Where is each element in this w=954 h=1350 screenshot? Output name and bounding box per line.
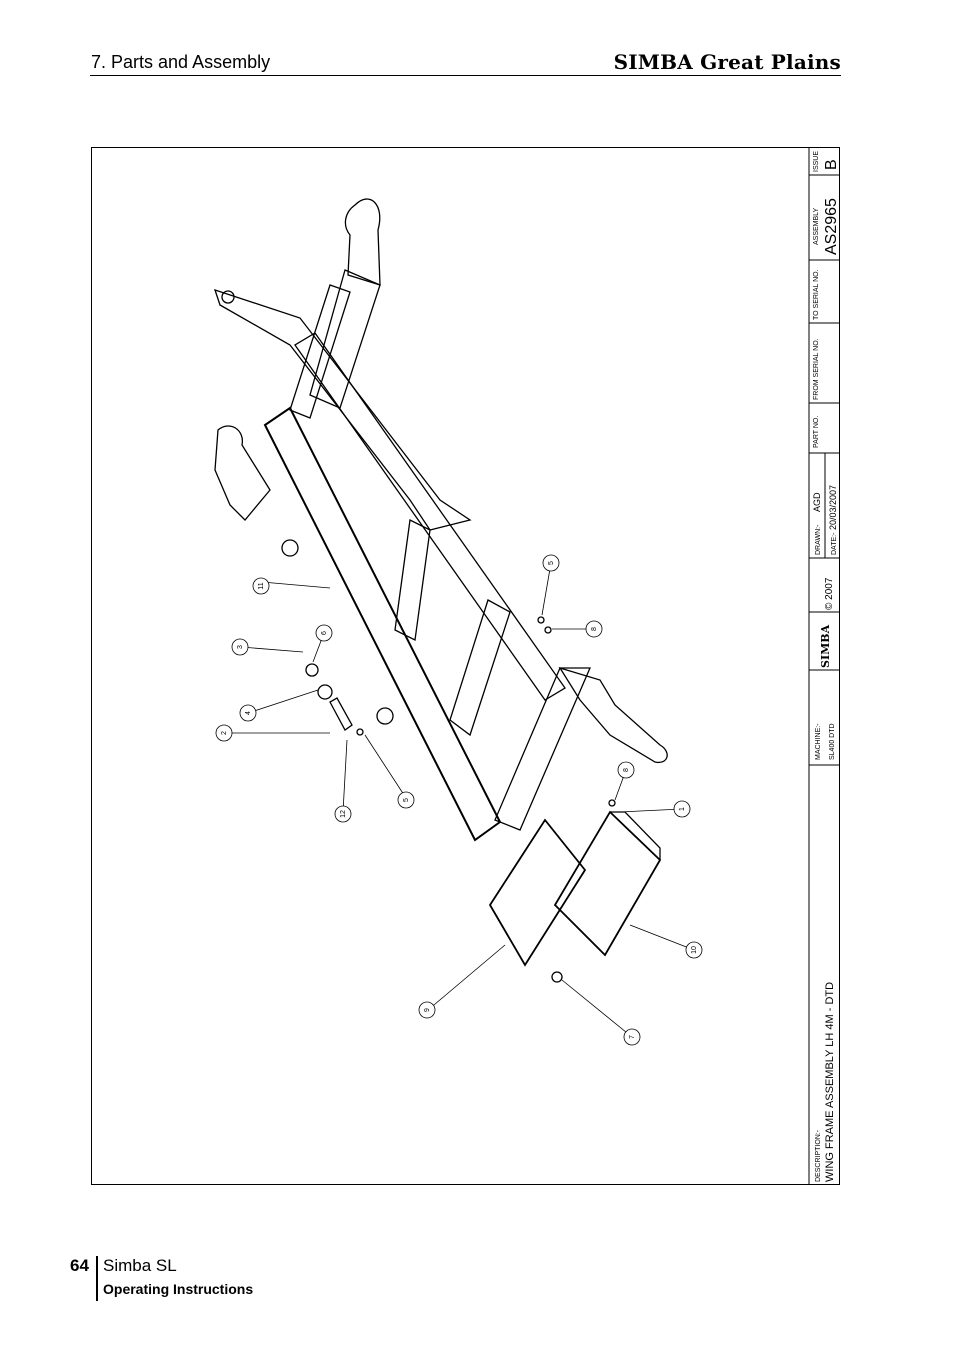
callout-label: 7	[629, 1035, 636, 1039]
footer-model: Simba SL	[103, 1256, 177, 1275]
callout-label: 9	[424, 1008, 431, 1012]
page-number: 64	[70, 1256, 89, 1275]
section-title: 7. Parts and Assembly	[91, 52, 271, 72]
to-serial-label: TO SERIAL NO.	[813, 269, 820, 320]
callout-label: 5	[548, 561, 555, 565]
wing-frame-sketch	[213, 198, 668, 983]
description-value: WING FRAME ASSEMBLY LH 4M - DTD	[824, 982, 836, 1182]
description-label: DESCRIPTION:-	[815, 1129, 822, 1182]
callout-label: 8	[591, 627, 598, 631]
issue-value: B	[823, 159, 840, 170]
callout-label: 12	[340, 810, 347, 818]
footer-subtitle: Operating Instructions	[103, 1281, 254, 1297]
drawing-frame	[91, 147, 840, 1185]
callout-bubbles	[215, 554, 703, 1046]
assembly-number: AS2965	[823, 198, 840, 255]
callout-label: 3	[237, 645, 244, 649]
part-no-label: PART NO.	[813, 416, 820, 448]
machine-label: MACHINE:-	[815, 723, 822, 760]
callout-label: 4	[245, 711, 252, 715]
callout-leaders	[224, 562, 695, 1038]
header-rule	[90, 75, 841, 76]
callout-label: 1	[679, 807, 686, 811]
callout-label: 8	[623, 768, 630, 772]
assembly-label: ASSEMBLY	[813, 207, 820, 245]
copyright: © 2007	[824, 577, 835, 610]
callout-label: 11	[258, 582, 265, 589]
machine-value: SL400 DTD	[829, 723, 836, 760]
from-serial-label: FROM SERIAL NO.	[813, 338, 820, 400]
brand-logo: SIMBA Great Plains	[613, 50, 841, 74]
callout-label: 2	[221, 731, 228, 735]
callout-label: 10	[691, 946, 698, 954]
simba-logo: SIMBA	[819, 624, 832, 668]
date-value: 20/03/2007	[828, 485, 838, 530]
title-block	[808, 147, 840, 1185]
date-label: DATE:-	[831, 532, 838, 555]
issue-label: ISSUE	[813, 151, 820, 172]
drawn-value: AGD	[812, 492, 822, 512]
callout-label: 6	[321, 631, 328, 635]
callout-label: 5	[403, 798, 410, 802]
footer-divider	[96, 1256, 98, 1301]
drawn-label: DRAWN:-	[815, 524, 822, 555]
